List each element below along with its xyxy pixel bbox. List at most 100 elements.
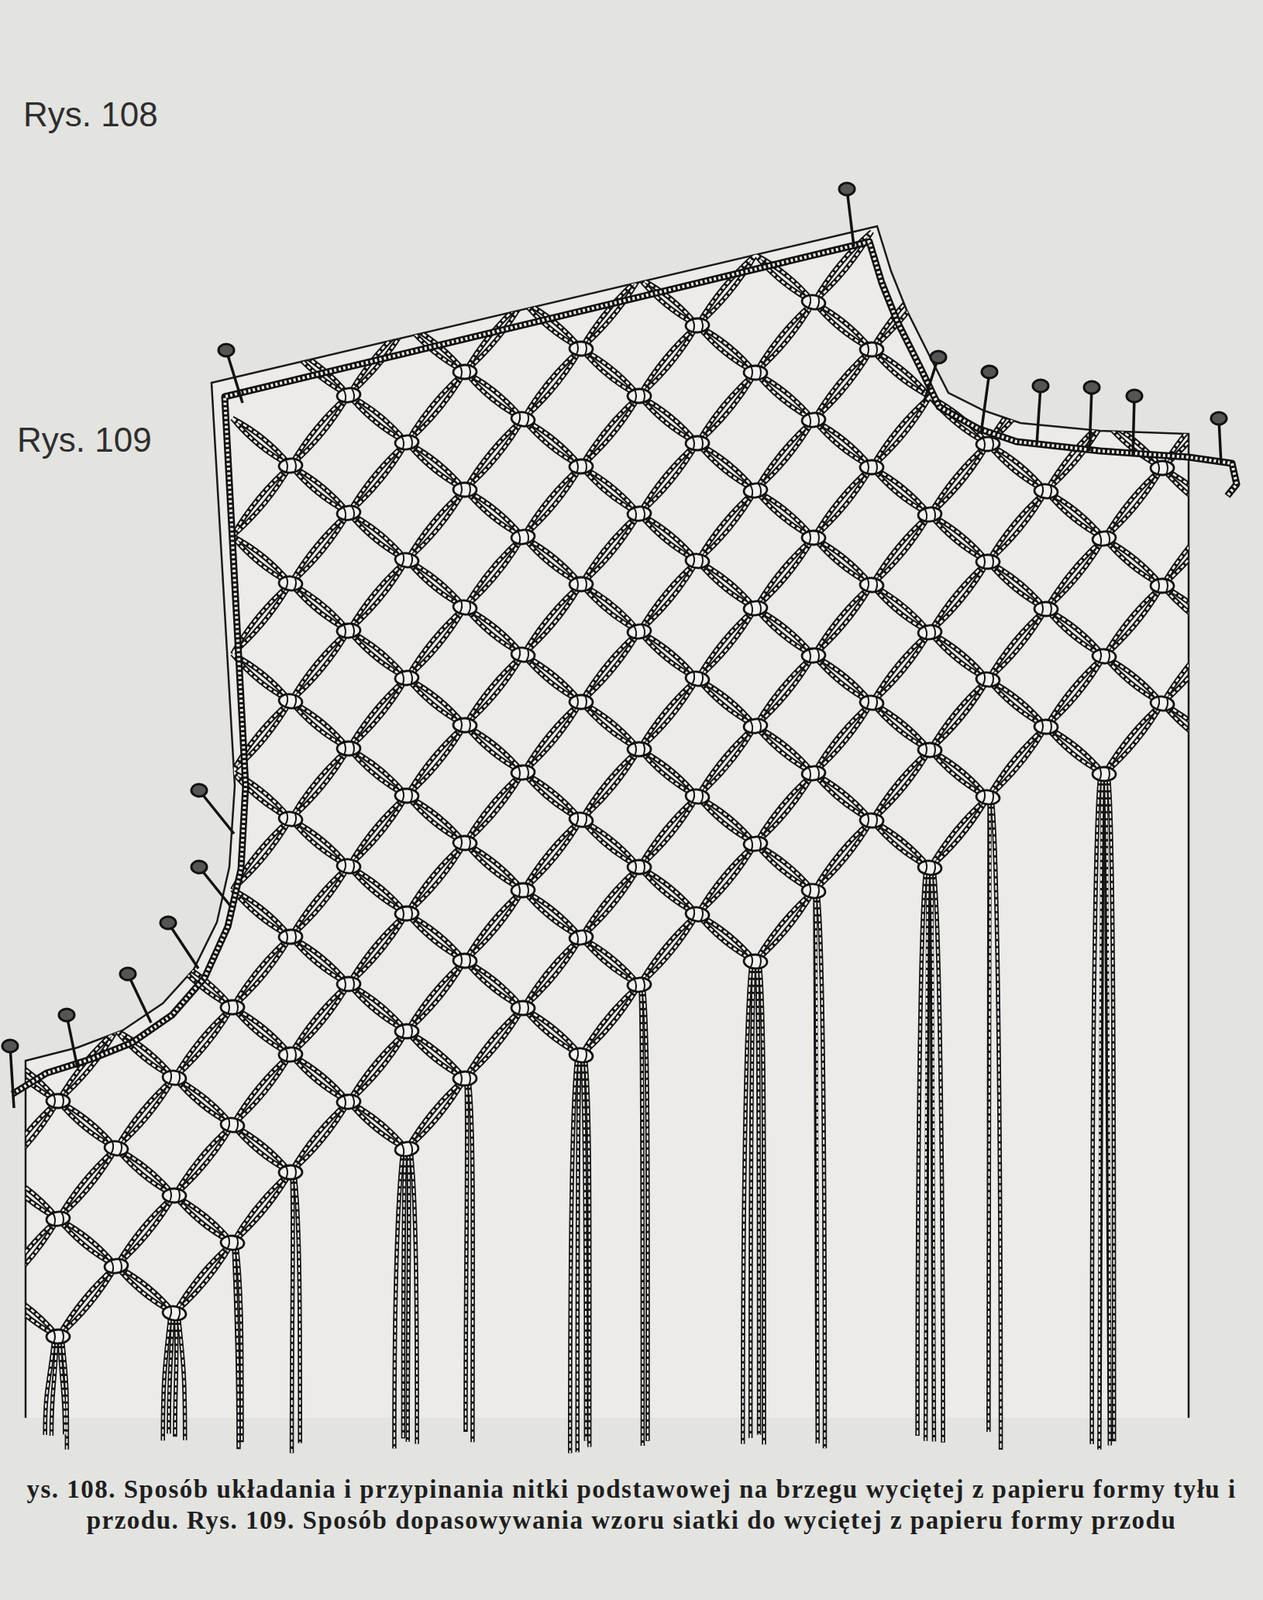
cord-strand-core: [232, 418, 291, 466]
cord-strand-core: [232, 1172, 291, 1243]
knot-wrap: [53, 1330, 64, 1343]
fringe-strand-core: [917, 872, 926, 1436]
cord-strand-core: [755, 726, 814, 774]
knot-body: [452, 598, 478, 616]
cord-strand-core: [348, 913, 407, 985]
knot-wrap: [1157, 579, 1168, 592]
knot-body: [801, 293, 826, 311]
cord-strand: [348, 677, 407, 749]
knot: [917, 506, 943, 524]
cord-strand-core: [755, 490, 814, 538]
cord-strand: [232, 936, 291, 1008]
cord-strand-core: [755, 419, 814, 491]
cord-strand-core: [1104, 538, 1163, 586]
cord-strand-core: [406, 843, 465, 914]
knot-body: [511, 882, 536, 898]
knot-body: [453, 482, 477, 498]
cord-strand-core: [0, 1053, 59, 1102]
knot-body: [1092, 767, 1116, 782]
cord-strand: [290, 1054, 349, 1102]
pin-head: [1126, 389, 1143, 403]
cord-strand: [464, 371, 524, 420]
knot-wrap: [924, 625, 936, 639]
cord-strand: [755, 537, 814, 609]
cord-strand-core: [697, 443, 756, 491]
cord-strand-core: [406, 489, 465, 561]
cord-strand: [58, 1148, 117, 1219]
cord-strand-core: [232, 1125, 291, 1173]
knot-body: [1034, 602, 1058, 617]
knot: [278, 1046, 303, 1063]
cord-strand-core: [116, 1266, 175, 1314]
cord-strand: [348, 1101, 407, 1150]
cord-strand: [464, 890, 524, 961]
knot-wrap: [750, 955, 762, 969]
knot-body: [278, 692, 303, 710]
cord-strand-core: [290, 395, 349, 466]
cord-strand: [697, 372, 756, 444]
knot: [395, 788, 420, 803]
cord-strand: [813, 349, 872, 420]
cord-strand-core: [58, 1101, 117, 1149]
cord-strand: [813, 467, 872, 538]
cord-strand-core: [987, 491, 1047, 562]
cord-strand: [813, 419, 872, 468]
knot: [452, 598, 478, 616]
cord-strand-core: [290, 936, 349, 985]
cord-strand: [871, 396, 930, 468]
cord-strand-core: [697, 325, 756, 373]
cord-strand-core: [813, 820, 872, 892]
cord-strand: [406, 442, 465, 490]
cord-strand: [581, 702, 640, 750]
cord-strand-core: [232, 1054, 291, 1126]
pin: [923, 351, 947, 403]
cord-strand-core: [581, 395, 640, 467]
cord-strand-core: [523, 466, 582, 537]
cord-strand-core: [523, 702, 582, 773]
pin-head: [58, 1008, 75, 1022]
knot-body: [162, 1188, 186, 1204]
cord-strand-core: [581, 278, 640, 349]
cord-strand: [290, 984, 349, 1055]
knot-wrap: [808, 884, 820, 899]
cord-strand-core: [813, 655, 872, 703]
cord-strand: [639, 395, 698, 444]
cord-strand: [348, 984, 407, 1032]
knot: [278, 929, 303, 945]
cord-strand-core: [871, 585, 930, 633]
cord-strand-core: [755, 302, 814, 373]
fringe-strand-core: [402, 1153, 406, 1439]
cord-strand-core: [639, 631, 698, 679]
cord-strand-core: [1046, 538, 1105, 610]
knot-wrap: [867, 814, 878, 828]
knot-body: [626, 622, 652, 640]
cord-strand-core: [929, 514, 988, 562]
cord-strand-core: [464, 1008, 524, 1079]
fringe-strand: [818, 895, 826, 1449]
cord-strand: [581, 348, 640, 396]
cord-strand-core: [58, 1266, 117, 1337]
cord-strand-core: [290, 701, 349, 749]
cord-strand-core: [348, 1101, 407, 1150]
cord-strand-core: [581, 513, 640, 585]
knot: [46, 1094, 70, 1109]
cord-strand-core: [1046, 726, 1105, 775]
base-cord: [12, 241, 1237, 1095]
knot: [684, 553, 709, 569]
cord-strand-core: [116, 1077, 175, 1149]
cord-strand-core: [406, 442, 465, 490]
fringe-strand: [640, 989, 643, 1446]
cord-strand-core: [697, 325, 756, 373]
cord-strand-core: [581, 867, 640, 938]
cord-strand: [523, 702, 582, 773]
knot-body: [568, 929, 594, 946]
cord-strand-core: [581, 584, 640, 632]
cord-strand: [406, 1031, 465, 1079]
cord-strand-core: [1162, 703, 1221, 751]
cord-strand: [639, 395, 698, 444]
cord-strand: [290, 512, 349, 584]
cord-strand: [639, 678, 698, 750]
fringe-strand: [757, 966, 760, 1436]
cord-strand-core: [232, 465, 291, 537]
cord-strand: [929, 561, 988, 633]
